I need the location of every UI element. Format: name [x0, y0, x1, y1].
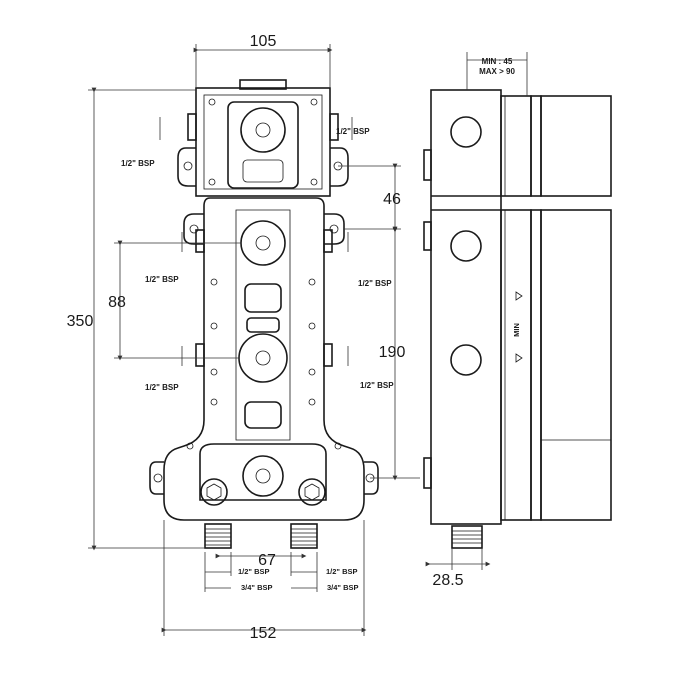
right-ear-upper: [330, 147, 349, 187]
front-view: [149, 79, 379, 549]
label-bsp-left-low: 1/2" BSP: [145, 383, 179, 392]
dim-lower-span: 190: [379, 344, 406, 361]
label-bsp-inlet-left-half: 1/2" BSP: [238, 567, 270, 576]
dimension-lines: [88, 44, 528, 636]
dim-inlet-spacing: 67: [258, 552, 276, 569]
dim-max-depth: MAX > 90: [479, 67, 515, 76]
dim-min-depth: MIN : 45: [482, 57, 513, 66]
side-view: MIN: [423, 89, 612, 549]
inlet-threads: [204, 523, 318, 549]
label-bsp-inlet-right-34: 3/4" BSP: [327, 583, 359, 592]
dim-depth: 28.5: [432, 572, 463, 589]
left-ear-upper: [177, 147, 196, 187]
middle-valve-lower: [238, 333, 288, 383]
lower-frame: [163, 197, 365, 521]
top-nub: [239, 79, 287, 90]
label-bsp-left-upper: 1/2" BSP: [121, 159, 155, 168]
middle-valve-upper: [240, 220, 286, 266]
label-bsp-inlet-left-34: 3/4" BSP: [241, 583, 273, 592]
side-housing: [430, 89, 502, 525]
side-mark: MIN: [512, 323, 521, 337]
bottom-valve: [242, 455, 284, 497]
label-bsp-inlet-right-half: 1/2" BSP: [326, 567, 358, 576]
dim-top-width: 105: [250, 33, 277, 50]
label-bsp-left-mid: 1/2" BSP: [145, 275, 179, 284]
inlet-left: [200, 478, 228, 506]
label-bsp-right-upper: 1/2" BSP: [336, 127, 370, 136]
dim-overall-height: 350: [67, 313, 94, 330]
dim-overall-width: 152: [250, 625, 277, 642]
dim-side-offset: 46: [383, 191, 401, 208]
upper-valve: [240, 107, 286, 153]
dim-outlet-spacing: 88: [108, 294, 126, 311]
label-bsp-right-mid: 1/2" BSP: [358, 279, 392, 288]
inlet-right: [298, 478, 326, 506]
upper-housing: [195, 87, 331, 197]
label-bsp-right-low: 1/2" BSP: [360, 381, 394, 390]
upper-valve-body: [227, 101, 299, 189]
